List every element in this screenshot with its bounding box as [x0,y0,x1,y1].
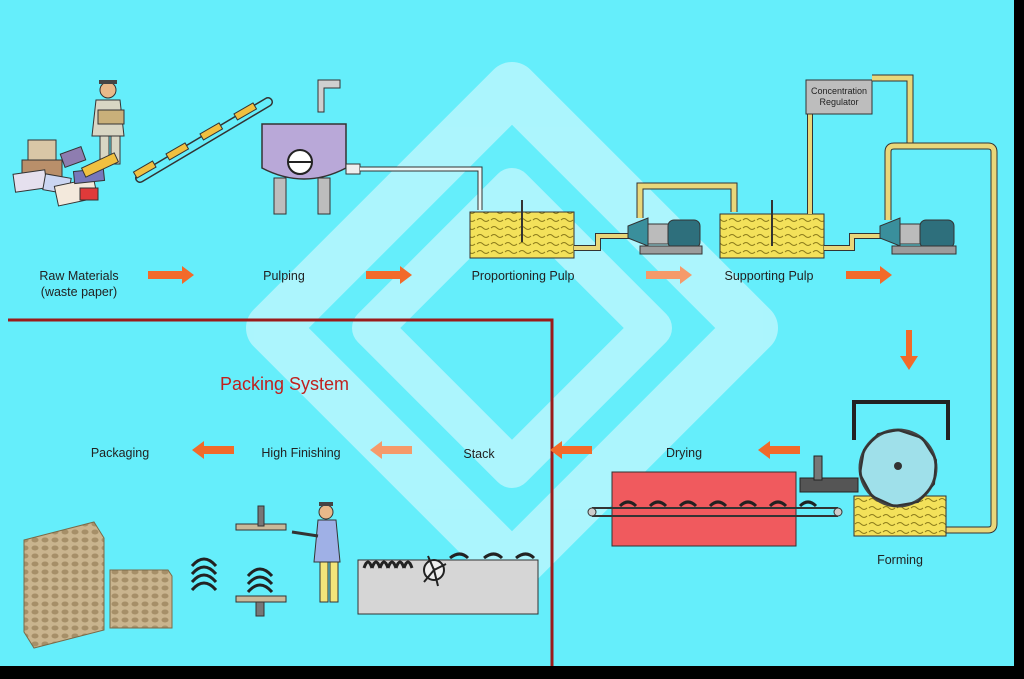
packing-system-title: Packing System [220,374,350,394]
forming-drum-icon [799,400,950,537]
regulator-line1: Concentration [810,86,868,96]
worker-icon [91,80,125,165]
stage-label-drying: Drying [665,446,703,460]
stage-label-raw-materials: Raw Materials (waste paper) [32,268,126,300]
stage-label-high-finishing: High Finishing [261,446,341,460]
packaged-trays-icon [23,521,173,649]
stack-machine-icon [357,552,539,615]
proportioning-tank-icon [469,200,575,259]
stage-label-proportioning-pulp: Proportioning Pulp [471,269,575,283]
worker-icon [291,502,341,603]
concentration-regulator-label: Concentration Regulator [806,86,872,108]
stage-label-pulping: Pulping [263,269,305,283]
conveyor-icon [80,97,273,183]
raw-materials-line2: (waste paper) [40,285,118,299]
raw-materials-line1: Raw Materials [39,269,119,283]
arrow-icon [148,266,892,284]
stage-label-stack: Stack [463,447,495,461]
finishing-press-icon [235,505,287,617]
supporting-tank-icon [719,200,825,259]
concentration-regulator-box [805,79,873,115]
arrow-icon [646,266,692,284]
waste-paper-icon [12,139,106,207]
stage-label-forming: Forming [877,553,923,567]
pump-icon [879,217,957,255]
stage-label-supporting-pulp: Supporting Pulp [724,269,814,283]
arrow-icon [370,441,412,459]
dryer-icon [587,471,843,547]
pump-icon [627,217,703,255]
arrow-icon [192,330,918,459]
tray-stack-icon [190,557,218,592]
pulper-icon [261,79,361,215]
packing-system-border [8,318,554,666]
stage-label-packaging: Packaging [90,446,150,460]
regulator-line2: Regulator [819,97,859,107]
